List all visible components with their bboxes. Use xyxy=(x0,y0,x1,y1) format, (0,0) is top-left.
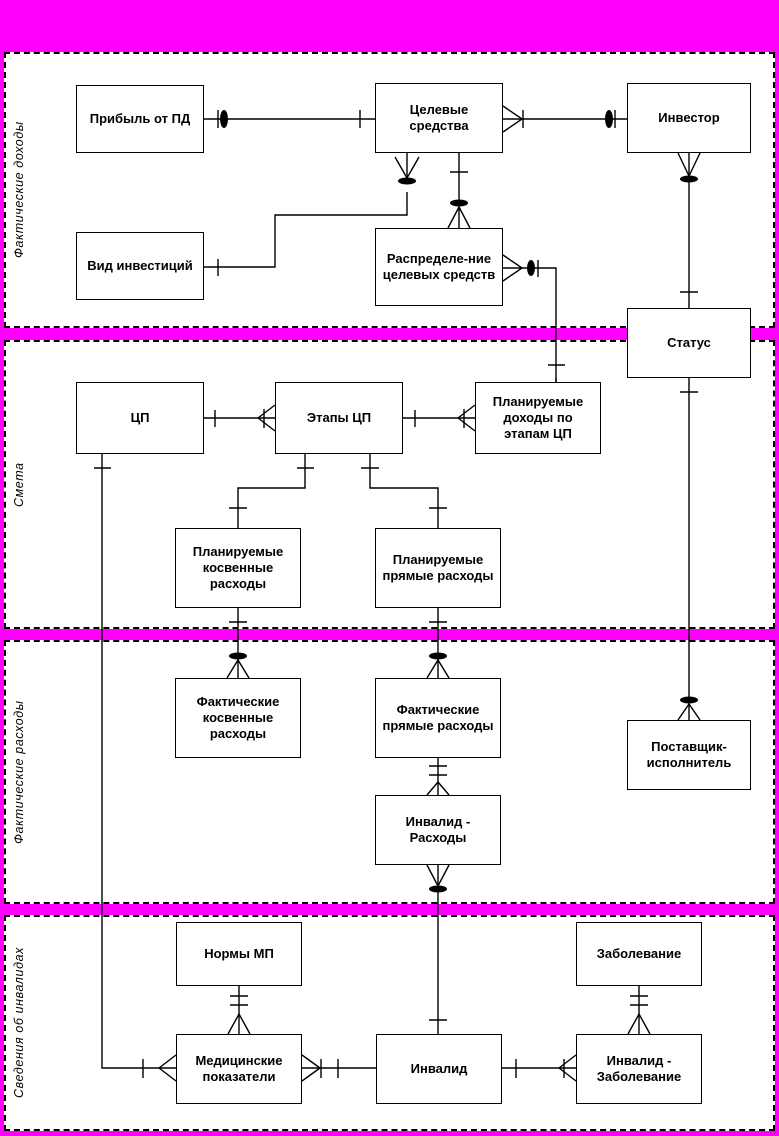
entity-pribyl-pd[interactable]: Прибыль от ПД xyxy=(76,85,204,153)
entity-vid-investicij[interactable]: Вид инвестиций xyxy=(76,232,204,300)
entity-fakt-pryam[interactable]: Фактические прямые расходы xyxy=(375,678,501,758)
entity-label: Фактические прямые расходы xyxy=(382,702,494,733)
section-label-fakt-dohody: Фактические доходы xyxy=(12,121,26,259)
entity-etapy-cp[interactable]: Этапы ЦП xyxy=(275,382,403,454)
entity-cp[interactable]: ЦП xyxy=(76,382,204,454)
entity-label: Этапы ЦП xyxy=(306,410,372,426)
entity-label: Планируемые прямые расходы xyxy=(382,552,494,583)
entity-normy-mp[interactable]: Нормы МП xyxy=(176,922,302,986)
entity-plan-dohody[interactable]: Планируемые доходы по этапам ЦП xyxy=(475,382,601,454)
entity-label: Инвестор xyxy=(658,110,720,126)
entity-label: Прибыль от ПД xyxy=(89,111,191,127)
entity-plan-pryam[interactable]: Планируемые прямые расходы xyxy=(375,528,501,608)
entity-celevye-sredstva[interactable]: Целевые средства xyxy=(375,83,503,153)
entity-investor[interactable]: Инвестор xyxy=(627,83,751,153)
entity-zabolevanie[interactable]: Заболевание xyxy=(576,922,702,986)
entity-invalid-rashody[interactable]: Инвалид - Расходы xyxy=(375,795,501,865)
entity-label: Распределе-ние целевых средств xyxy=(382,251,496,282)
entity-label: Планируемые косвенные расходы xyxy=(192,544,284,591)
entity-label: ЦП xyxy=(130,410,150,426)
entity-label: Медицинские показатели xyxy=(195,1053,283,1084)
entity-label: Инвалид - Расходы xyxy=(405,814,471,845)
entity-raspredelenie[interactable]: Распределе-ние целевых средств xyxy=(375,228,503,306)
section-label-fakt-rashody: Фактические расходы xyxy=(12,700,26,844)
entity-label: Инвалид xyxy=(410,1061,468,1077)
entity-label: Поставщик-исполнитель xyxy=(646,739,732,770)
entity-label: Статус xyxy=(667,335,711,351)
entity-postavshchik[interactable]: Поставщик-исполнитель xyxy=(627,720,751,790)
entity-label: Нормы МП xyxy=(204,946,274,962)
entity-plan-kosv[interactable]: Планируемые косвенные расходы xyxy=(175,528,301,608)
entity-label: Вид инвестиций xyxy=(87,258,193,274)
entity-med-pokazateli[interactable]: Медицинские показатели xyxy=(176,1034,302,1104)
entity-label: Заболевание xyxy=(596,946,682,962)
entity-invalid[interactable]: Инвалид xyxy=(376,1034,502,1104)
entity-label: Планируемые доходы по этапам ЦП xyxy=(492,394,584,441)
entity-invalid-zabol[interactable]: Инвалид - Заболевание xyxy=(576,1034,702,1104)
entity-fakt-kosv[interactable]: Фактические косвенные расходы xyxy=(175,678,301,758)
entity-label: Инвалид - Заболевание xyxy=(596,1053,682,1084)
entity-status[interactable]: Статус xyxy=(627,308,751,378)
entity-label: Целевые средства xyxy=(409,102,469,133)
section-label-smeta: Смета xyxy=(12,462,26,507)
entity-label: Фактические косвенные расходы xyxy=(196,694,280,741)
section-label-svedeniya: Сведения об инвалидах xyxy=(12,947,26,1099)
